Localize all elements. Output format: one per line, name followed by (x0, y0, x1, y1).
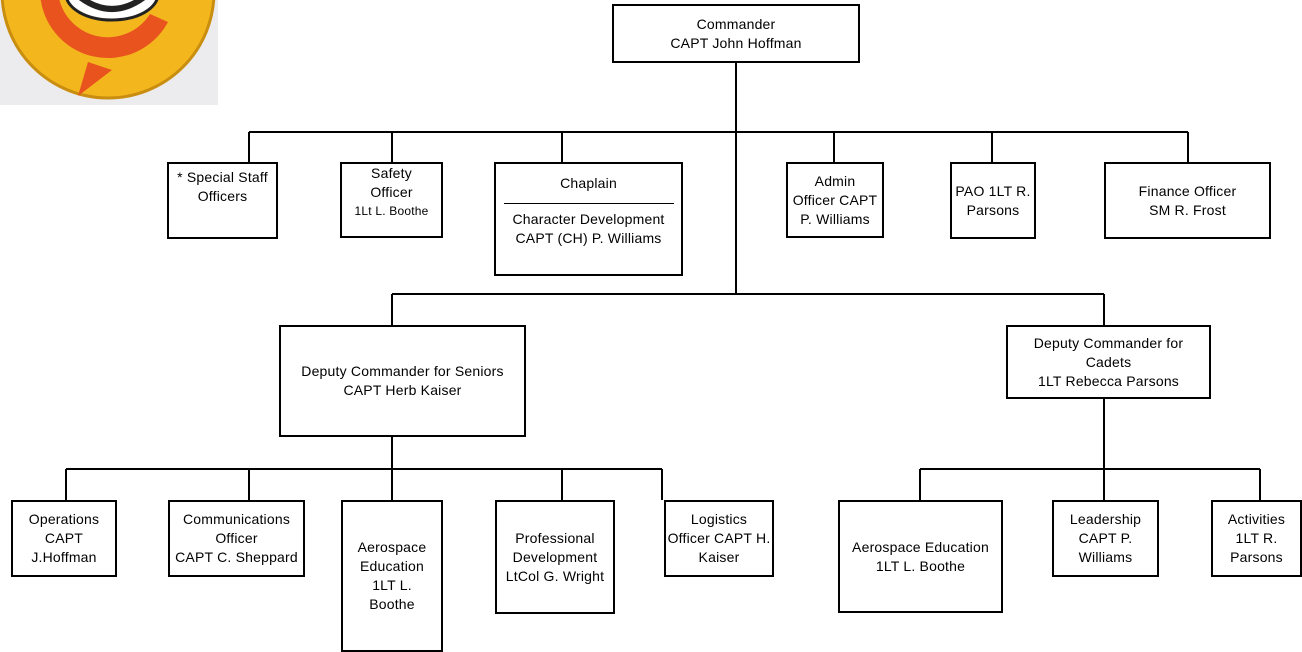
pao-box: PAO 1LT R. Parsons (950, 162, 1036, 239)
aerospace-seniors-line-3: 1LT L. (372, 577, 412, 593)
chaplain-title: Chaplain (560, 175, 617, 191)
finance-line-2: SM R. Frost (1149, 201, 1226, 218)
commander-name: CAPT John Hoffman (670, 34, 802, 51)
chaplain-line-1: Character Development (512, 211, 665, 227)
professional-line-2: Development (512, 548, 598, 565)
logistics-line-1: Logistics (690, 511, 748, 527)
leadership-box: Leadership CAPT P. Williams (1052, 500, 1159, 577)
operations-line-2: CAPT (44, 530, 84, 546)
leadership-line-2: CAPT P. (1078, 530, 1133, 546)
chaplain-line-2: CAPT (CH) P. Williams (515, 230, 662, 246)
communications-box: Communications Officer CAPT C. Sheppard (168, 500, 305, 577)
aerospace-cadets-line-1: Aerospace Education (852, 538, 989, 555)
deputy-cadets-line-3: 1LT Rebecca Parsons (1037, 372, 1180, 389)
deputy-seniors-line-2: CAPT Herb Kaiser (343, 382, 462, 398)
aerospace-cadets-line-2: 1LT L. Boothe (875, 557, 966, 574)
commander-box: Commander CAPT John Hoffman (612, 4, 860, 63)
operations-line-3: J.Hoffman (31, 549, 97, 565)
logistics-line-3: Kaiser (698, 549, 740, 565)
operations-line-1: Operations (28, 511, 100, 527)
special-staff-line-1: * Special Staff (177, 169, 268, 185)
activities-line-1: Activities (1227, 511, 1286, 527)
deputy-seniors-line-1: Deputy Commander for Seniors (301, 363, 504, 379)
leadership-line-1: Leadership (1069, 511, 1142, 527)
finance-officer-box: Finance Officer SM R. Frost (1104, 162, 1271, 239)
leadership-line-3: Williams (1078, 549, 1133, 565)
communications-line-3: CAPT C. Sheppard (175, 549, 298, 565)
communications-line-1: Communications (182, 511, 291, 527)
aerospace-cadets-box: Aerospace Education 1LT L. Boothe (838, 500, 1003, 613)
logistics-line-2: Officer CAPT H. (667, 530, 771, 546)
chaplain-box: Chaplain Character Development CAPT (CH)… (494, 162, 683, 276)
logistics-box: Logistics Officer CAPT H. Kaiser (664, 500, 774, 577)
activities-line-3: Parsons (1230, 549, 1283, 565)
professional-development-box: Professional Development LtCol G. Wright (495, 500, 615, 614)
admin-line-2: Officer CAPT (792, 191, 878, 208)
activities-line-2: 1LT R. (1235, 530, 1278, 546)
finance-line-1: Finance Officer (1138, 182, 1237, 199)
activities-box: Activities 1LT R. Parsons (1211, 500, 1302, 577)
communications-line-2: Officer (215, 530, 258, 546)
deputy-cadets-box: Deputy Commander for Cadets 1LT Rebecca … (1006, 325, 1211, 399)
safety-line-2: Officer (370, 184, 413, 200)
aerospace-seniors-line-4: Boothe (369, 596, 415, 612)
cap-squadron-logo-icon (0, 0, 216, 100)
squadron-logo (0, 0, 218, 105)
admin-officer-box: Admin Officer CAPT P. Williams (786, 162, 884, 238)
aerospace-seniors-box: Aerospace Education 1LT L. Boothe (341, 500, 443, 652)
commander-title: Commander (696, 15, 776, 32)
safety-line-1: Safety (371, 165, 412, 181)
professional-line-1: Professional (515, 529, 595, 546)
deputy-seniors-box: Deputy Commander for Seniors CAPT Herb K… (279, 325, 526, 437)
admin-line-3: P. Williams (800, 210, 870, 227)
special-staff-box: * Special Staff Officers (167, 162, 278, 239)
chaplain-divider (503, 203, 674, 204)
pao-line-2: Parsons (966, 201, 1020, 218)
deputy-cadets-line-2: Cadets (1085, 353, 1132, 370)
safety-line-3: 1Lt L. Boothe (354, 204, 429, 218)
deputy-cadets-line-1: Deputy Commander for (1033, 334, 1184, 351)
aerospace-seniors-line-1: Aerospace (357, 539, 427, 555)
special-staff-line-2: Officers (197, 188, 248, 204)
professional-line-3: LtCol G. Wright (505, 567, 605, 584)
admin-line-1: Admin (814, 172, 856, 189)
pao-line-1: PAO 1LT R. (955, 182, 1031, 199)
safety-officer-box: Safety Officer 1Lt L. Boothe (340, 162, 443, 238)
operations-box: Operations CAPT J.Hoffman (11, 500, 117, 577)
aerospace-seniors-line-2: Education (359, 558, 425, 574)
